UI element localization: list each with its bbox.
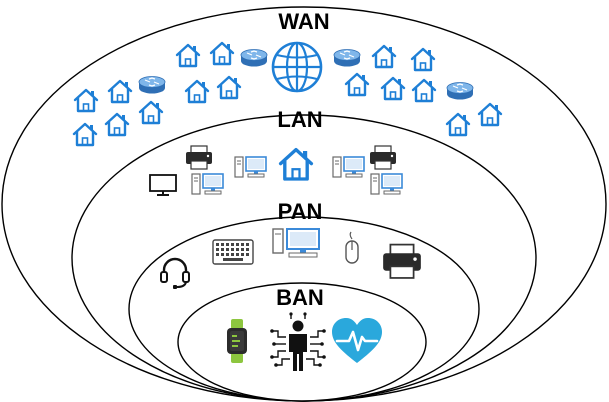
router-icon xyxy=(446,81,474,101)
router-icon xyxy=(333,48,361,68)
computer-icon xyxy=(370,173,403,195)
computer-icon xyxy=(191,173,224,195)
computer-icon xyxy=(272,228,320,258)
smartwatch-icon xyxy=(227,319,247,363)
globe-icon xyxy=(271,41,323,93)
lan-label: LAN xyxy=(277,107,322,132)
ban-label: BAN xyxy=(276,285,324,310)
heart-pulse-icon xyxy=(332,318,382,363)
computer-icon xyxy=(234,156,267,178)
router-icon xyxy=(240,48,268,68)
computer-icon xyxy=(332,156,365,178)
mouse-icon xyxy=(345,231,359,264)
headset-icon xyxy=(160,257,190,289)
human-body-sensor-icon xyxy=(270,312,326,371)
keyboard-icon xyxy=(212,239,254,265)
pan-label: PAN xyxy=(278,199,323,224)
wan-label: WAN xyxy=(278,9,329,34)
router-icon xyxy=(138,75,166,95)
